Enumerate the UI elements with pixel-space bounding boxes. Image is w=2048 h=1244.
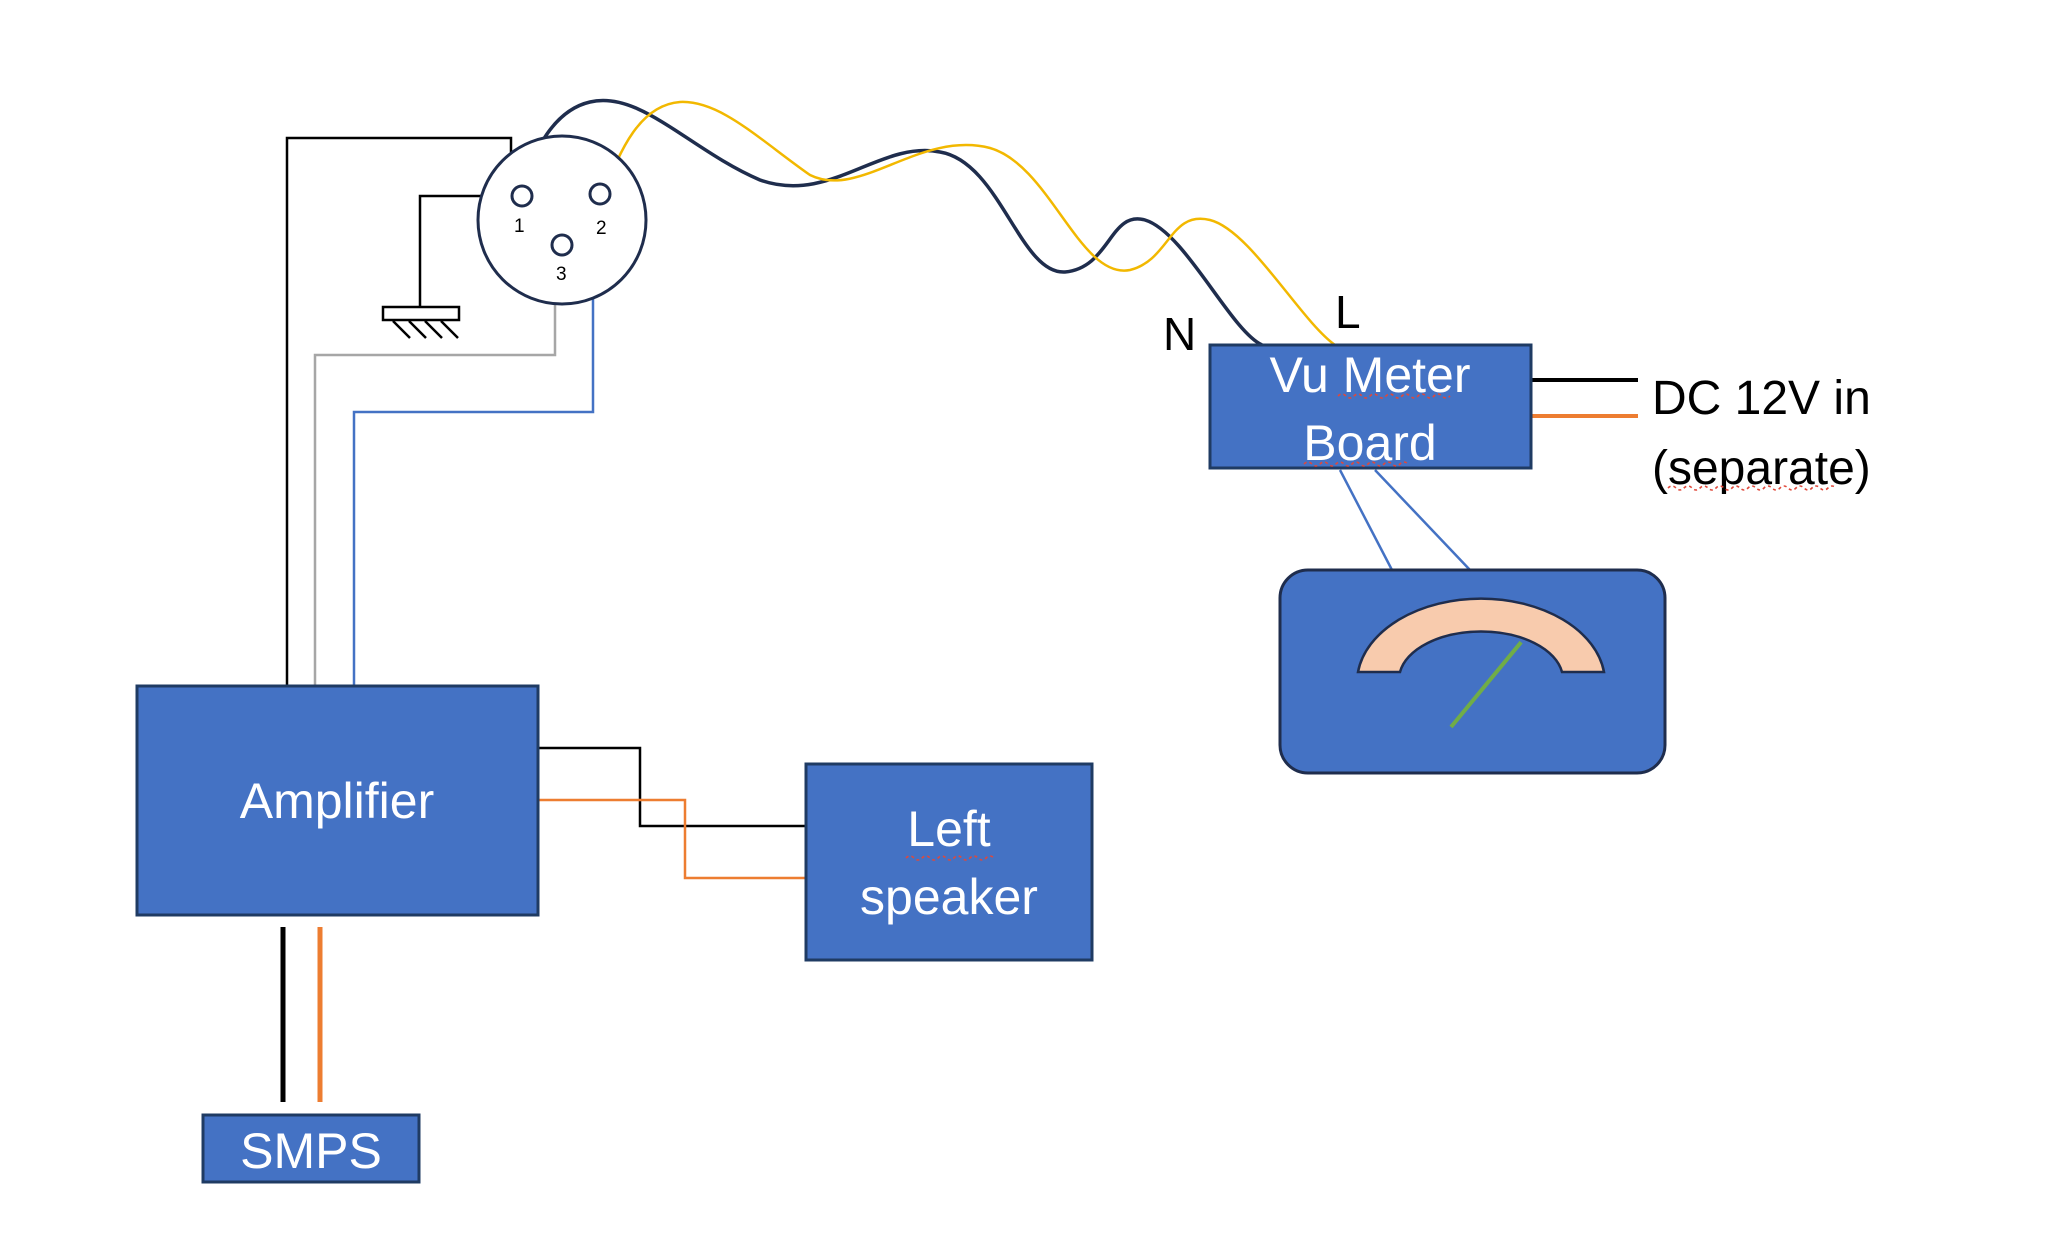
vu-meter-dial [1356,597,1606,674]
amplifier-block [135,684,540,917]
wire-amp-speaker-black [536,746,806,828]
pin-1-label: 1 [514,216,525,237]
spelling-underline-separate [1667,485,1837,491]
xlr-pin-2 [588,182,612,206]
wire-vu-meter-b [1374,469,1471,571]
spelling-underline-left [905,855,995,861]
smps-label: SMPS [240,1123,382,1179]
wire-neutral-navy [520,98,1263,347]
pin-3-label: 3 [556,264,567,285]
dc-input-label-line1: DC 12V in [1652,372,1871,425]
spelling-underline-meter [1337,393,1451,399]
vu-meter-body [1278,568,1667,775]
wire-live-yellow [602,100,1336,347]
pin-2-label: 2 [596,218,607,239]
wire-pin2-blue [352,200,595,686]
dc-input-label-line2: (separate) [1652,442,1871,495]
xlr-pin-3 [550,233,574,257]
vu-meter-needle [1449,640,1523,729]
spelling-underline-board [1303,461,1409,467]
left-speaker-label-line1: Left [907,801,991,857]
amplifier-label: Amplifier [240,773,434,829]
smps-block [201,1113,421,1184]
neutral-label: N [1163,308,1196,360]
xlr-pin-1 [510,184,534,208]
xlr-connector-body [476,134,648,306]
wire-vu-meter-a [1338,469,1394,571]
left-speaker-label-line2: speaker [860,869,1038,925]
ground-symbol [381,305,461,339]
wire-amp-speaker-orange [536,798,806,880]
live-label: L [1335,286,1361,338]
left-speaker-block [804,762,1094,962]
vu-meter-board-block [1208,343,1533,470]
